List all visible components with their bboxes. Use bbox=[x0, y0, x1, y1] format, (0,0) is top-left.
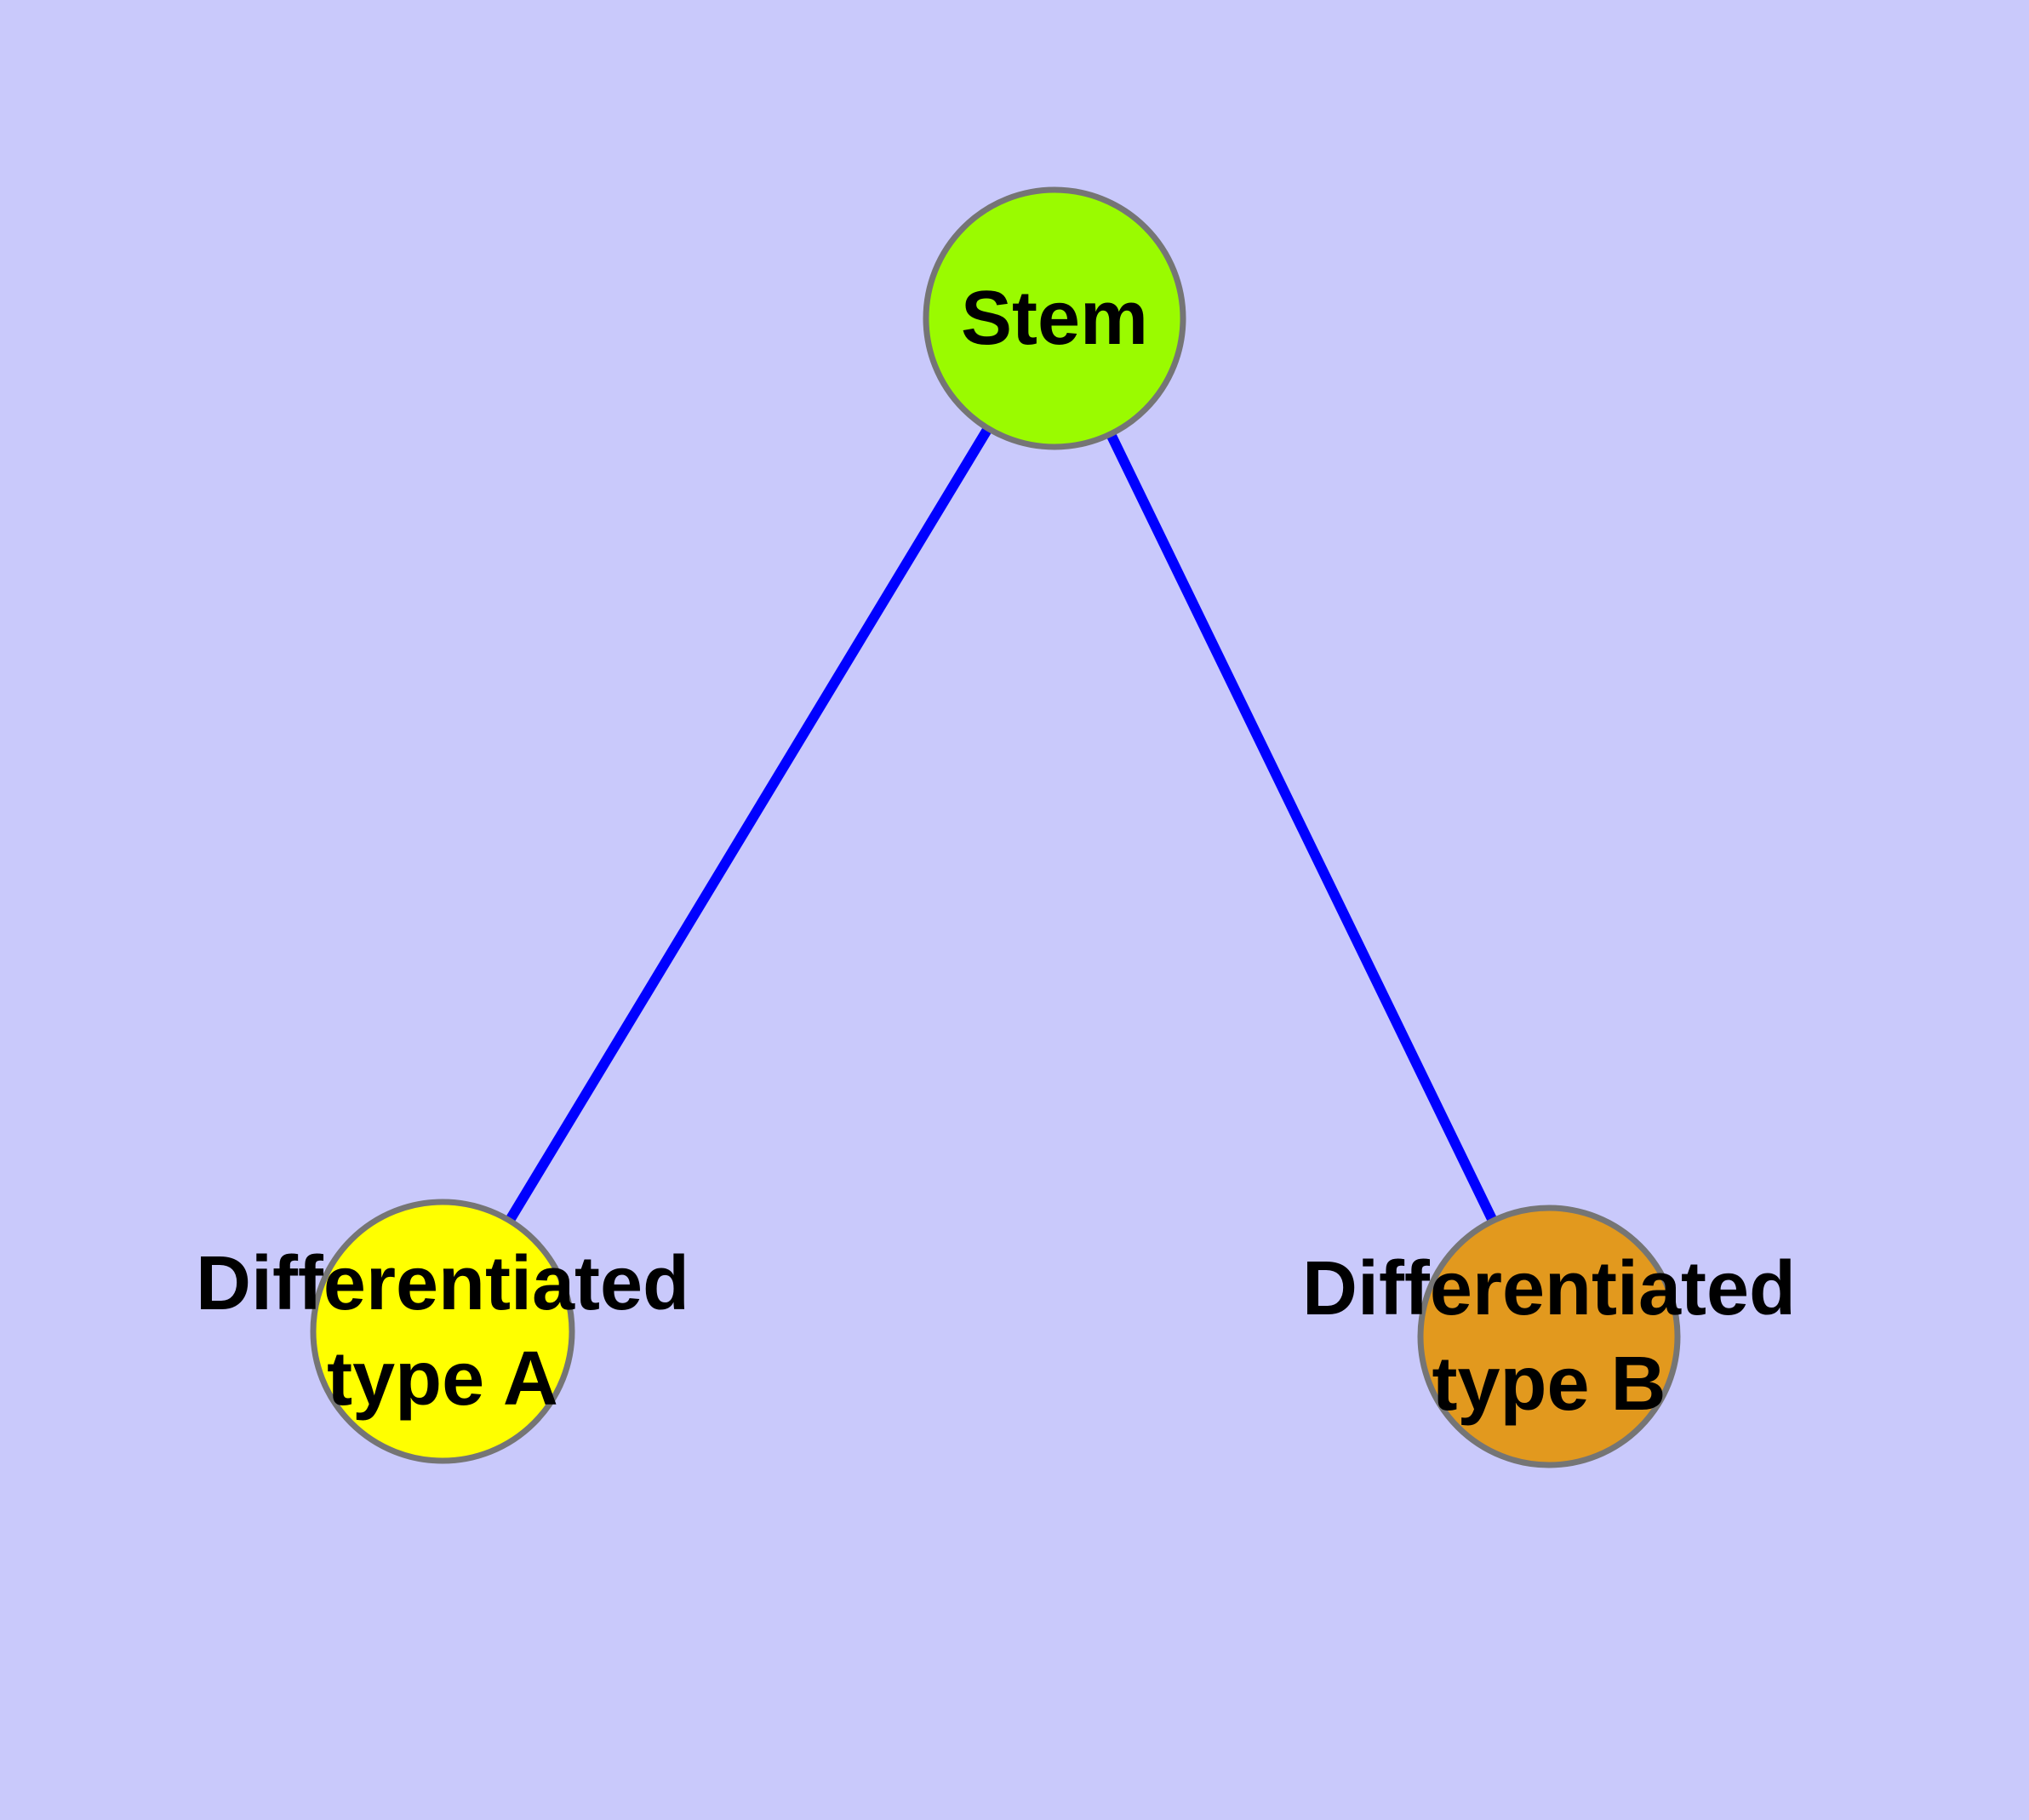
node-differentiated-type-a[interactable] bbox=[310, 1199, 575, 1464]
edge-stem-to-differentiated-type-a bbox=[437, 315, 1060, 1335]
node-differentiated-type-b[interactable] bbox=[1417, 1205, 1681, 1468]
edge-stem-to-differentiated-type-b bbox=[1049, 316, 1554, 1339]
node-label-stem-line-1: Stem bbox=[961, 276, 1148, 361]
node-label-differentiated-type-b-line-1: Differentiated bbox=[1302, 1246, 1796, 1331]
node-label-differentiated-type-a-line-2: type A bbox=[327, 1336, 558, 1422]
node-label-differentiated-type-a-line-1: Differentiated bbox=[196, 1241, 689, 1326]
node-label-differentiated-type-b-line-2: type B bbox=[1432, 1342, 1666, 1427]
node-stem[interactable] bbox=[923, 186, 1186, 450]
